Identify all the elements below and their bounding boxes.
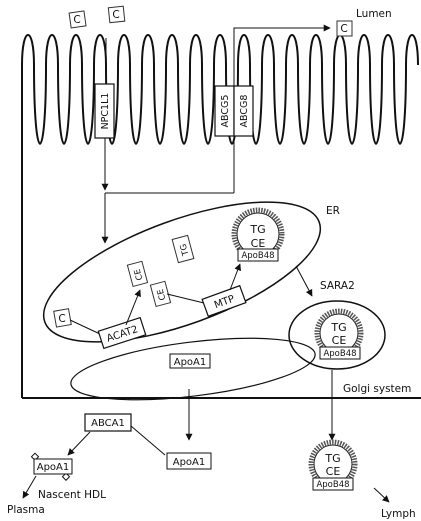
svg-text:C: C: [73, 14, 80, 26]
nascent-hdl-particle: ApoA1: [31, 453, 72, 480]
svg-text:CE: CE: [251, 237, 266, 250]
er-to-golgi-arrow: [296, 266, 312, 296]
efflux-arrow: [234, 28, 330, 86]
hdl-to-plasma-arrow: [23, 476, 36, 498]
sara2-label: SARA2: [320, 280, 355, 292]
svg-text:C: C: [58, 313, 65, 325]
svg-text:C: C: [340, 23, 347, 35]
acat2-enzyme: ACAT2: [98, 318, 145, 349]
nascent-hdl-label: Nascent HDL: [38, 489, 106, 501]
abcg8-transporter: ABCG8: [234, 86, 253, 136]
abca1-transporter: ABCA1: [85, 414, 131, 431]
tg-box: TG: [172, 235, 194, 262]
svg-text:ApoB48: ApoB48: [241, 251, 274, 261]
svg-text:NPC1L1: NPC1L1: [100, 93, 111, 130]
lumen-cholesterol-1: C: [69, 11, 86, 28]
er-cholesterol: C: [54, 309, 72, 327]
svg-text:ABCG5: ABCG5: [220, 95, 231, 128]
svg-text:ApoB48: ApoB48: [323, 349, 356, 359]
er-label: ER: [326, 205, 340, 217]
lumen-cholesterol-3: C: [337, 21, 352, 36]
ce-box-1: CE: [127, 261, 147, 286]
svg-text:ApoB48: ApoB48: [316, 480, 349, 490]
svg-text:CE: CE: [332, 334, 347, 347]
abcg5-transporter: ABCG5: [215, 86, 234, 136]
secreted-apoa1: ApoA1: [167, 453, 211, 469]
to-lymph-arrow: [374, 488, 389, 502]
secreted-chylomicron: TG CE ApoB48: [311, 442, 355, 490]
svg-text:ABCA1: ABCA1: [91, 418, 125, 429]
svg-text:CE: CE: [326, 465, 341, 478]
apoa1-in-vesicle: ApoA1: [170, 354, 210, 368]
plasma-label: Plasma: [7, 504, 45, 516]
svg-text:C: C: [112, 9, 119, 21]
npc1l1-transporter: NPC1L1: [95, 84, 114, 138]
svg-text:TG: TG: [324, 452, 340, 465]
svg-text:ApoA1: ApoA1: [37, 462, 70, 473]
golgi-label: Golgi system: [343, 383, 411, 395]
svg-text:ApoA1: ApoA1: [174, 357, 207, 368]
golgi-chylomicron: TG CE ApoB48: [317, 311, 361, 359]
lymph-label: Lymph: [381, 508, 416, 520]
svg-text:TG: TG: [249, 223, 265, 236]
lumen-label: Lumen: [356, 8, 392, 20]
svg-text:ABCG8: ABCG8: [239, 95, 250, 128]
er-prechylomicron: TG CE ApoB48: [234, 210, 282, 261]
svg-text:ApoA1: ApoA1: [173, 457, 206, 468]
abca1-arrow: [68, 432, 90, 455]
svg-text:TG: TG: [330, 321, 346, 334]
lumen-cholesterol-2: C: [108, 6, 124, 22]
